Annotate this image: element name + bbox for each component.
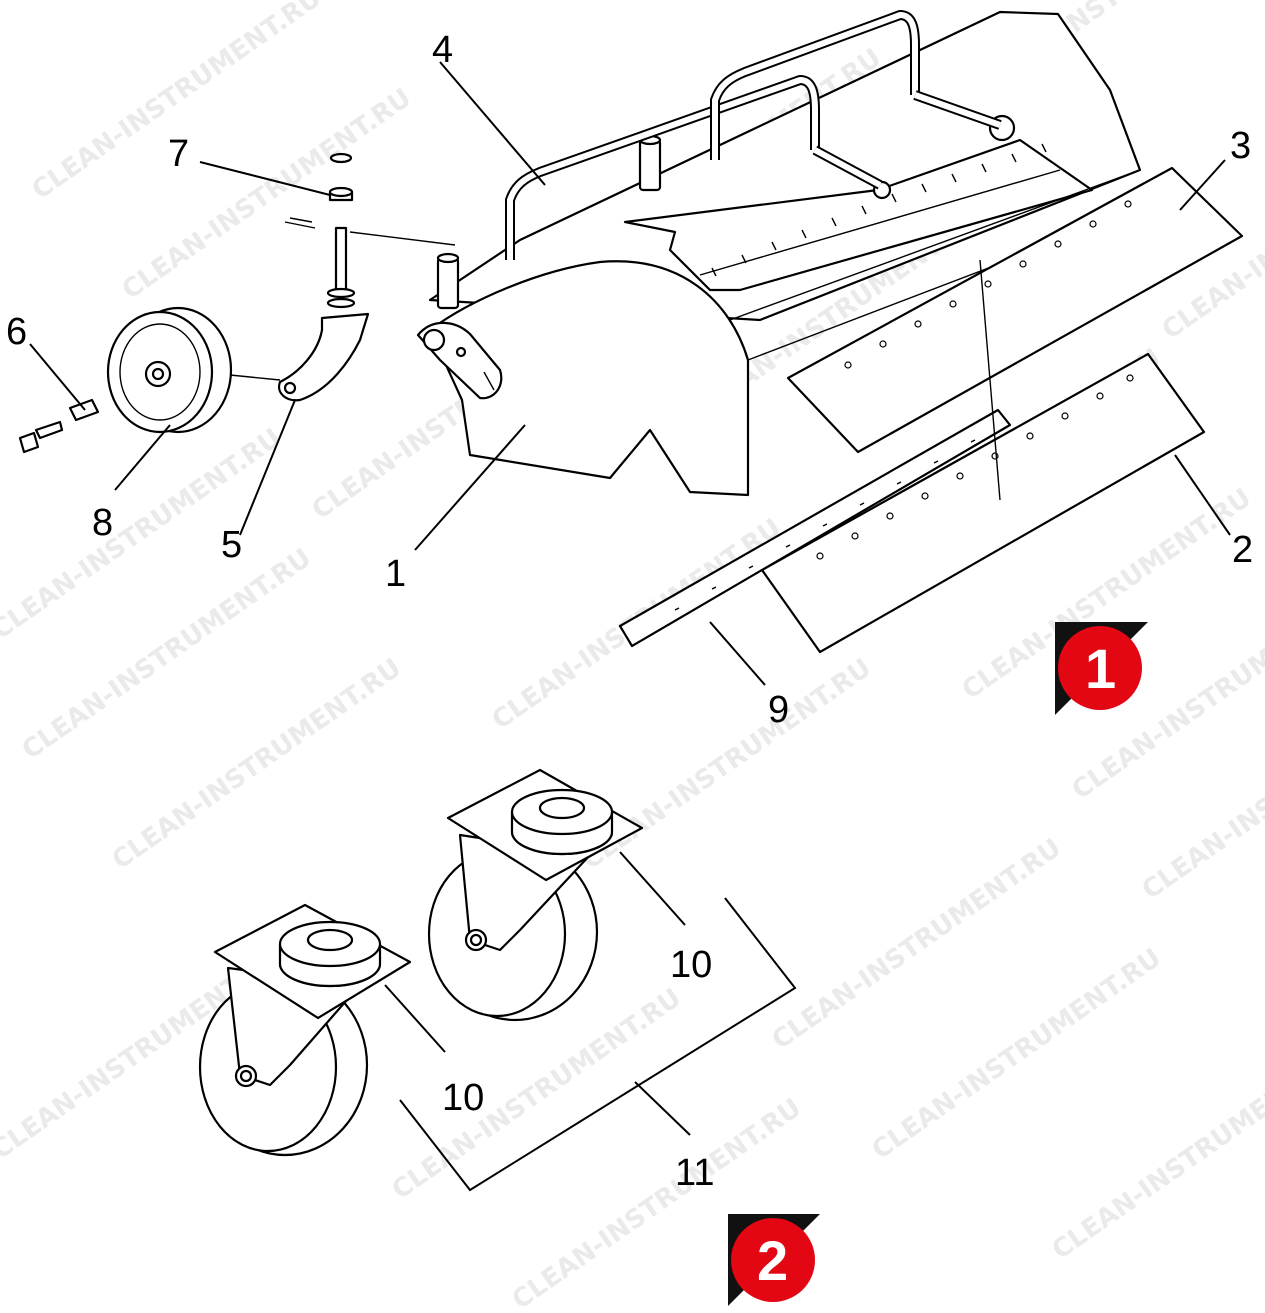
callouts-group-2: 10 10 11 — [442, 944, 714, 1194]
callout-8: 8 — [92, 502, 113, 544]
callout-11: 11 — [675, 1152, 714, 1194]
watermark-text: CLEAN-INSTRUMENT.RU — [577, 653, 877, 876]
group-badge-1: 1 — [1055, 622, 1148, 715]
callouts-group-1: 1 2 3 4 5 6 7 8 9 — [6, 29, 1253, 731]
strip-part-3 — [786, 166, 1244, 454]
callout-3: 3 — [1230, 125, 1251, 167]
callout-1: 1 — [385, 553, 406, 595]
axle-part-6 — [18, 398, 100, 454]
callout-10-upper: 10 — [670, 944, 712, 986]
group-badge-2: 2 — [728, 1214, 820, 1306]
wheel-part-8 — [106, 306, 233, 434]
callout-7: 7 — [168, 133, 189, 175]
badge-number-1: 1 — [1085, 637, 1116, 700]
wheel-fork-part-5 — [277, 312, 370, 402]
strip-part-2 — [760, 352, 1206, 654]
watermark-text: CLEAN-INSTRUMENT.RU — [1047, 1043, 1265, 1266]
handle-frame-part-4 — [505, 10, 1002, 260]
caster-wheel-part-10-upper — [427, 768, 644, 1022]
watermark-text: CLEAN-INSTRUMENT.RU — [107, 653, 407, 876]
callout-5: 5 — [221, 524, 242, 566]
clamp-bar-part-9 — [618, 408, 1012, 648]
watermark-text: CLEAN-INSTRUMENT.RU — [767, 833, 1067, 1056]
leader-lines-group-1 — [29, 61, 1231, 686]
callout-10-lower: 10 — [442, 1077, 484, 1119]
callout-2: 2 — [1232, 529, 1253, 571]
callout-9: 9 — [768, 689, 789, 731]
badge-number-2: 2 — [757, 1229, 788, 1292]
caster-wheel-part-10-lower — [198, 903, 412, 1157]
guide-lines — [229, 231, 1001, 501]
leader-lines-group-2 — [384, 851, 797, 1192]
pivot-bolt-part-7 — [284, 152, 356, 309]
housing-part-1 — [416, 10, 1142, 497]
callout-4: 4 — [432, 29, 453, 71]
callout-6: 6 — [6, 311, 27, 353]
watermark-text: CLEAN-INSTRUMENT.RU — [867, 943, 1167, 1166]
